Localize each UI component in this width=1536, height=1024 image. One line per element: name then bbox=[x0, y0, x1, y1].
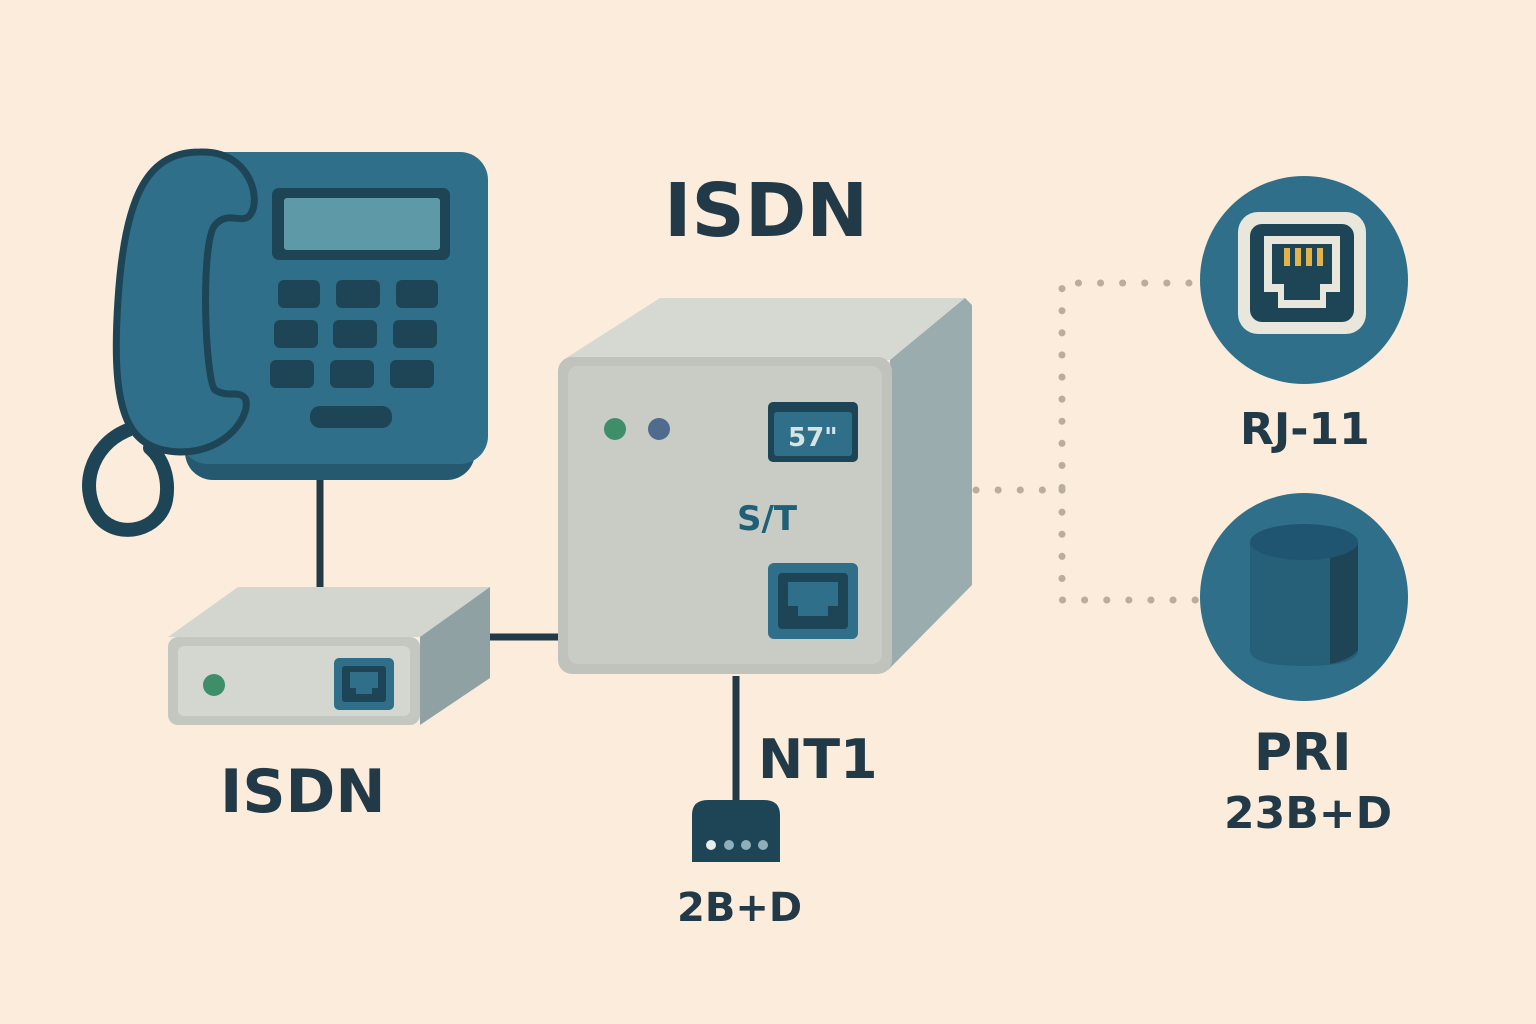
diagram-title: ISDN bbox=[664, 168, 869, 254]
phone-cord bbox=[82, 423, 174, 537]
nt1-box: 57" bbox=[558, 298, 972, 674]
phone-display-screen bbox=[284, 198, 440, 250]
nt1-led-blue bbox=[648, 418, 670, 440]
dotted-link-upper bbox=[972, 279, 1202, 494]
terminal-top bbox=[168, 587, 490, 637]
nt1-top bbox=[563, 298, 965, 360]
left-device-label: ISDN bbox=[220, 757, 386, 827]
terminal-side bbox=[420, 587, 490, 725]
terminal-port-jack bbox=[350, 672, 378, 694]
terminal-led bbox=[203, 674, 225, 696]
interface-label: S/T bbox=[737, 499, 798, 539]
rj11-label: RJ-11 bbox=[1240, 404, 1370, 455]
nt1-display bbox=[774, 412, 852, 456]
dotted-links bbox=[972, 279, 1202, 604]
nt1-led-green bbox=[604, 418, 626, 440]
phone-keypad bbox=[270, 280, 438, 428]
basic-rate-label: 2B+D bbox=[677, 885, 803, 931]
phone-handset bbox=[112, 148, 258, 456]
dotted-link-lower bbox=[1058, 486, 1202, 604]
nt1-side bbox=[888, 298, 972, 670]
cylinder-icon bbox=[1200, 493, 1408, 701]
pri-label: PRI bbox=[1254, 723, 1352, 783]
isdn-terminal-adapter bbox=[168, 587, 490, 725]
port-display-text: 57" bbox=[788, 423, 838, 453]
nt1-label: NT1 bbox=[758, 728, 878, 791]
telephone-icon bbox=[82, 148, 488, 537]
nt1-port-jack bbox=[788, 582, 838, 616]
pri-channels-label: 23B+D bbox=[1224, 788, 1393, 839]
rj11-jack-icon bbox=[1200, 176, 1408, 384]
modem-icon bbox=[692, 800, 780, 862]
